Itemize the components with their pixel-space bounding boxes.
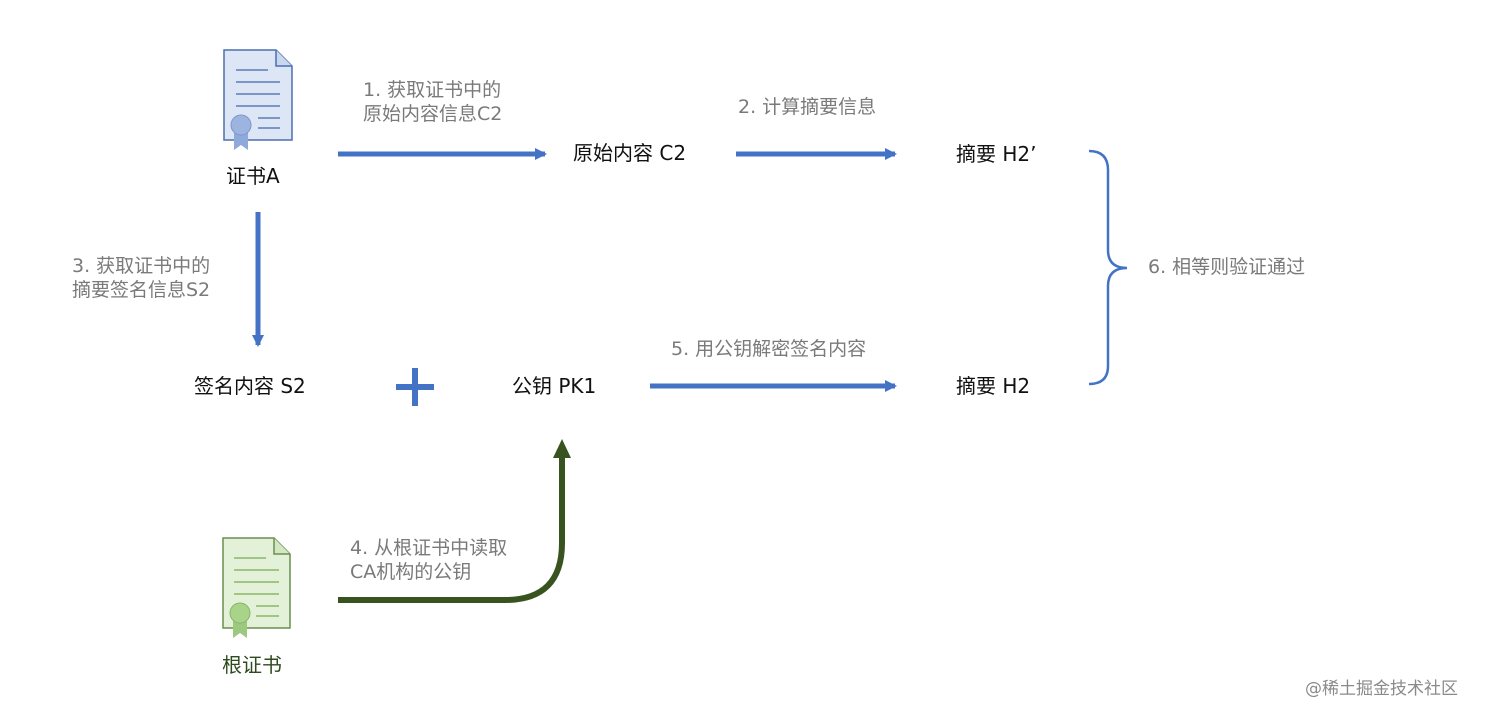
node-digest-h2: 摘要 H2 — [956, 374, 1031, 398]
step3-line2: 摘要签名信息S2 — [72, 278, 211, 301]
step2-label: 2. 计算摘要信息 — [738, 96, 877, 118]
step1-line1: 1. 获取证书中的 — [363, 79, 502, 101]
step1-line2: 原始内容信息C2 — [363, 102, 503, 125]
step4-line1: 4. 从根证书中读取 — [350, 537, 508, 559]
step1-label: 1. 获取证书中的 原始内容信息C2 — [363, 79, 502, 127]
step6-label: 6. 相等则验证通过 — [1148, 256, 1306, 278]
node-public-key: 公钥 PK1 — [512, 374, 597, 398]
root-certificate-icon — [222, 537, 291, 638]
node-certificate-a: 证书A — [226, 164, 280, 188]
certificate-a-icon — [223, 49, 293, 150]
step3-label: 3. 获取证书中的 摘要签名信息S2 — [72, 255, 210, 303]
plus-icon — [396, 368, 434, 406]
watermark: @稀土掘金技术社区 — [1305, 679, 1458, 699]
step3-line1: 3. 获取证书中的 — [72, 255, 211, 277]
arrow-step4 — [338, 439, 571, 603]
node-root-certificate: 根证书 — [222, 653, 282, 677]
node-signature-content: 签名内容 S2 — [194, 374, 306, 398]
step5-label: 5. 用公钥解密签名内容 — [671, 338, 867, 360]
node-original-content: 原始内容 C2 — [573, 141, 687, 165]
node-digest-h2-prime: 摘要 H2’ — [956, 142, 1037, 166]
comparison-brace — [1088, 149, 1128, 386]
step4-label: 4. 从根证书中读取 CA机构的公钥 — [350, 537, 507, 585]
step4-line2: CA机构的公钥 — [350, 560, 472, 583]
